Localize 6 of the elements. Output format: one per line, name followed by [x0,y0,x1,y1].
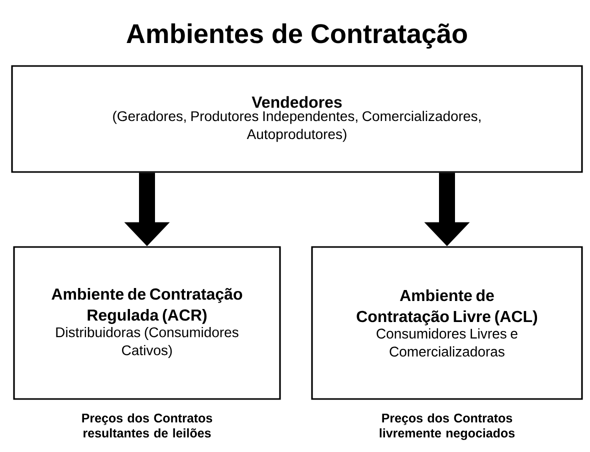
node-label: Preços dos Contratos livremente negociados [380,413,515,440]
text-box: Ambiente de Contratação Regulada (ACR) Distribuidoras (Consumidores Cativos) [13,246,281,400]
title: Ambientes de Contratação [126,23,467,49]
node-label: Preços dos Contratos resultantes de leilões [82,413,212,438]
text-box: Ambiente de Contratação Livre (ACL) Consumidores Livres e Comercializadoras [311,246,583,400]
text-box: Vendedores (Geradores, Produtores Independentes, Comercializadores, Autoprodutores) [11,65,583,173]
